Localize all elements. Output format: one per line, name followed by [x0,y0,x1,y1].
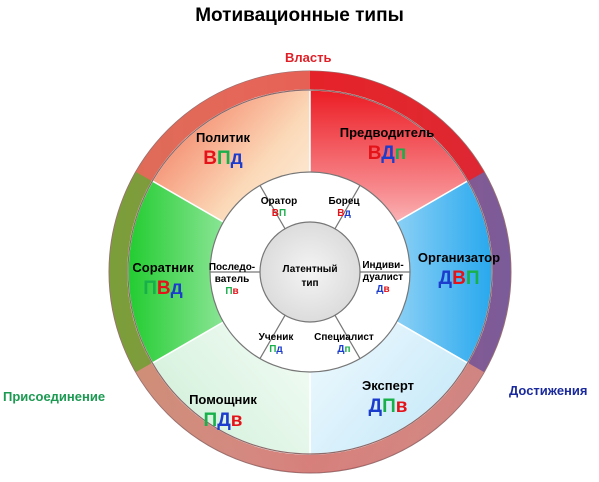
middle-type-name: Ученик [259,332,295,343]
middle-type-name: Индиви- [362,260,403,271]
middle-type-name: дуалист [363,272,404,283]
outer-type-code: ДВП [439,268,480,289]
middle-type-code: Вд [337,208,351,219]
middle-divider-6 [259,185,286,229]
middle-type-name: Последо- [209,262,255,273]
middle-type-code: Пд [269,344,283,355]
diagram-title: Мотивационные типы [195,5,404,26]
outer-type-name: Эксперт [362,378,414,393]
outer-type-code: ДПв [369,396,408,417]
outer-type-name: Соратник [132,260,194,275]
outer-type-code: ПВд [143,278,182,299]
middle-divider-3 [334,315,361,359]
middle-type-code: Пв [225,286,238,297]
outer-type-code: ПДв [204,410,243,431]
axis-label-power: Власть [285,50,332,65]
middle-type-code: ВП [272,208,286,219]
outer-type-name: Политик [196,130,251,145]
axis-label-join: Присоединение [3,389,106,404]
middle-divider-1 [334,185,361,229]
outer-type-code: ВПд [203,148,242,169]
outer-type-name: Помощник [189,392,257,407]
middle-type-name: Оратор [261,196,297,207]
middle-type-code: Дв [376,284,389,295]
center-label-line1: Латентный [283,264,338,275]
outer-type-name: Организатор [418,250,500,265]
middle-type-name: Борец [328,196,360,207]
center-label-line2: тип [301,278,318,289]
middle-divider-4 [259,315,286,359]
middle-type-name: Специалист [314,332,374,343]
middle-type-code: Дп [337,344,350,355]
outer-ring-border [127,89,493,455]
outer-type-name: Предводитель [340,125,434,140]
center-circle [259,221,361,323]
axis-label-achieve: Достижения [509,383,588,398]
middle-type-name: ватель [215,274,250,285]
outer-type-code: ВДп [368,143,407,164]
